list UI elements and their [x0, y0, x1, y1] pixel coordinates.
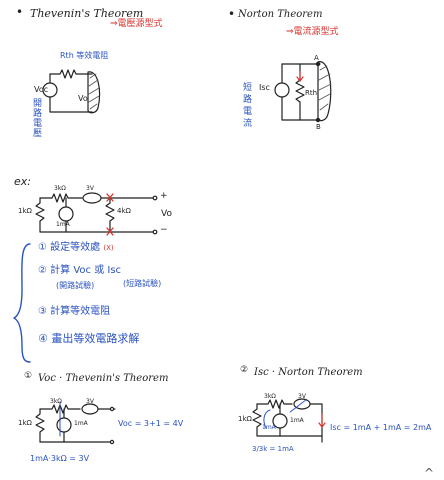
norton-node-a: A — [314, 54, 319, 62]
step-4: ④ 畫出等效電路求解 — [38, 333, 139, 344]
example-circuit — [35, 192, 158, 235]
step-2-text: 計算 Voc 或 Isc — [50, 265, 122, 276]
thevenin-vertical-2: 電 — [33, 119, 43, 129]
norton-rth-label: Rth — [305, 89, 318, 97]
thevenin-bullet: • — [16, 5, 24, 19]
step-1-text: 設定等效處 — [50, 242, 101, 253]
example-plus: + — [160, 191, 168, 201]
thevenin-vertical-0: 開 — [33, 99, 43, 109]
part1-r1: 3kΩ — [50, 398, 62, 405]
part2-title: Isc · Norton Theorem — [254, 367, 363, 378]
example-vsrc: 3V — [86, 185, 94, 192]
part1-circuit — [35, 401, 116, 445]
example-rleft: 1kΩ — [18, 207, 32, 215]
part2-current-label: 1mA — [262, 424, 276, 431]
norton-isc-label: Isc — [259, 83, 270, 92]
example-vo: Vo — [161, 209, 172, 219]
step-2: ② 計算 Voc 或 Isc — [38, 266, 121, 276]
part2-rleft: 1kΩ — [238, 415, 252, 423]
step-1-mark: (X) — [103, 244, 114, 252]
step-1: ① 設定等效處 (X) — [38, 243, 114, 253]
example-rright: 4kΩ — [117, 207, 131, 215]
norton-subtitle: ⇒電流源型式 — [286, 27, 339, 37]
thevenin-circuit — [42, 69, 101, 114]
steps-bracket — [13, 243, 31, 363]
step-2-num: ② — [38, 265, 47, 276]
norton-load-shade — [317, 61, 332, 122]
part1-rleft: 1kΩ — [18, 419, 32, 427]
step-4-text: 畫出等效電路求解 — [51, 332, 140, 345]
norton-node-b: B — [316, 123, 321, 131]
example-r1: 3kΩ — [54, 185, 66, 192]
thevenin-title: Thevenin's Theorem — [30, 7, 144, 20]
thevenin-top-wire — [49, 69, 93, 79]
ex-voltage-source — [82, 192, 102, 204]
thevenin-vo-label: Vo — [78, 94, 88, 103]
part2-circuit — [252, 398, 323, 443]
thevenin-subtitle: ⇒電壓源型式 — [110, 19, 163, 29]
thevenin-vertical-3: 壓 — [33, 129, 43, 139]
step-1-num: ① — [38, 242, 47, 253]
ex-r1 — [51, 193, 81, 203]
scroll-up-button[interactable]: ^ — [423, 466, 435, 480]
thevenin-vertical-1: 路 — [33, 109, 43, 119]
norton-bullet: • — [228, 7, 236, 21]
example-minus: − — [160, 225, 168, 235]
norton-title: Norton Theorem — [238, 9, 323, 20]
part1-current-source — [56, 417, 72, 433]
example-isrc: 1mA — [56, 221, 70, 228]
part2-vsrc: 3V — [298, 393, 306, 400]
ex-current-source — [58, 206, 74, 222]
thevenin-voc-label: Voc — [34, 85, 49, 94]
part2-equation: Isc = 1mA + 1mA = 2mA — [330, 423, 432, 432]
step-3-text: 計算等效電阻 — [50, 306, 111, 317]
step-4-num: ④ — [38, 332, 48, 345]
norton-vertical-3: 流 — [243, 119, 253, 129]
part1-title: Voc · Thevenin's Theorem — [38, 373, 169, 384]
norton-circuit — [274, 61, 332, 123]
part1-equation: Voc = 3+1 = 4V — [118, 419, 184, 428]
norton-current-source — [274, 82, 290, 98]
part2-isrc: 1mA — [290, 417, 304, 424]
part2-num: ② — [240, 365, 249, 375]
thevenin-load-shade — [87, 71, 101, 114]
part1-num: ① — [24, 371, 33, 381]
norton-vertical-2: 電 — [243, 107, 253, 117]
part1-isrc: 1mA — [74, 420, 88, 427]
norton-vertical-0: 短 — [243, 83, 253, 93]
part1-voltage-source — [81, 403, 99, 415]
part1-vsrc: 3V — [86, 398, 94, 405]
step-2-open-note: (開路試驗) — [56, 281, 95, 290]
part1-note: 1mA·3kΩ = 3V — [30, 454, 90, 463]
part2-note: 3/3k = 1mA — [252, 445, 294, 453]
part2-r1: 3kΩ — [264, 393, 276, 400]
example-label: ex: — [14, 175, 31, 188]
thevenin-rth-label: Rth 等效電阻 — [60, 51, 109, 60]
norton-vertical-1: 路 — [243, 95, 253, 105]
step-3: ③ 計算等效電阻 — [38, 307, 110, 317]
step-3-num: ③ — [38, 306, 47, 317]
step-2-short-note: (短路試驗) — [123, 279, 162, 288]
